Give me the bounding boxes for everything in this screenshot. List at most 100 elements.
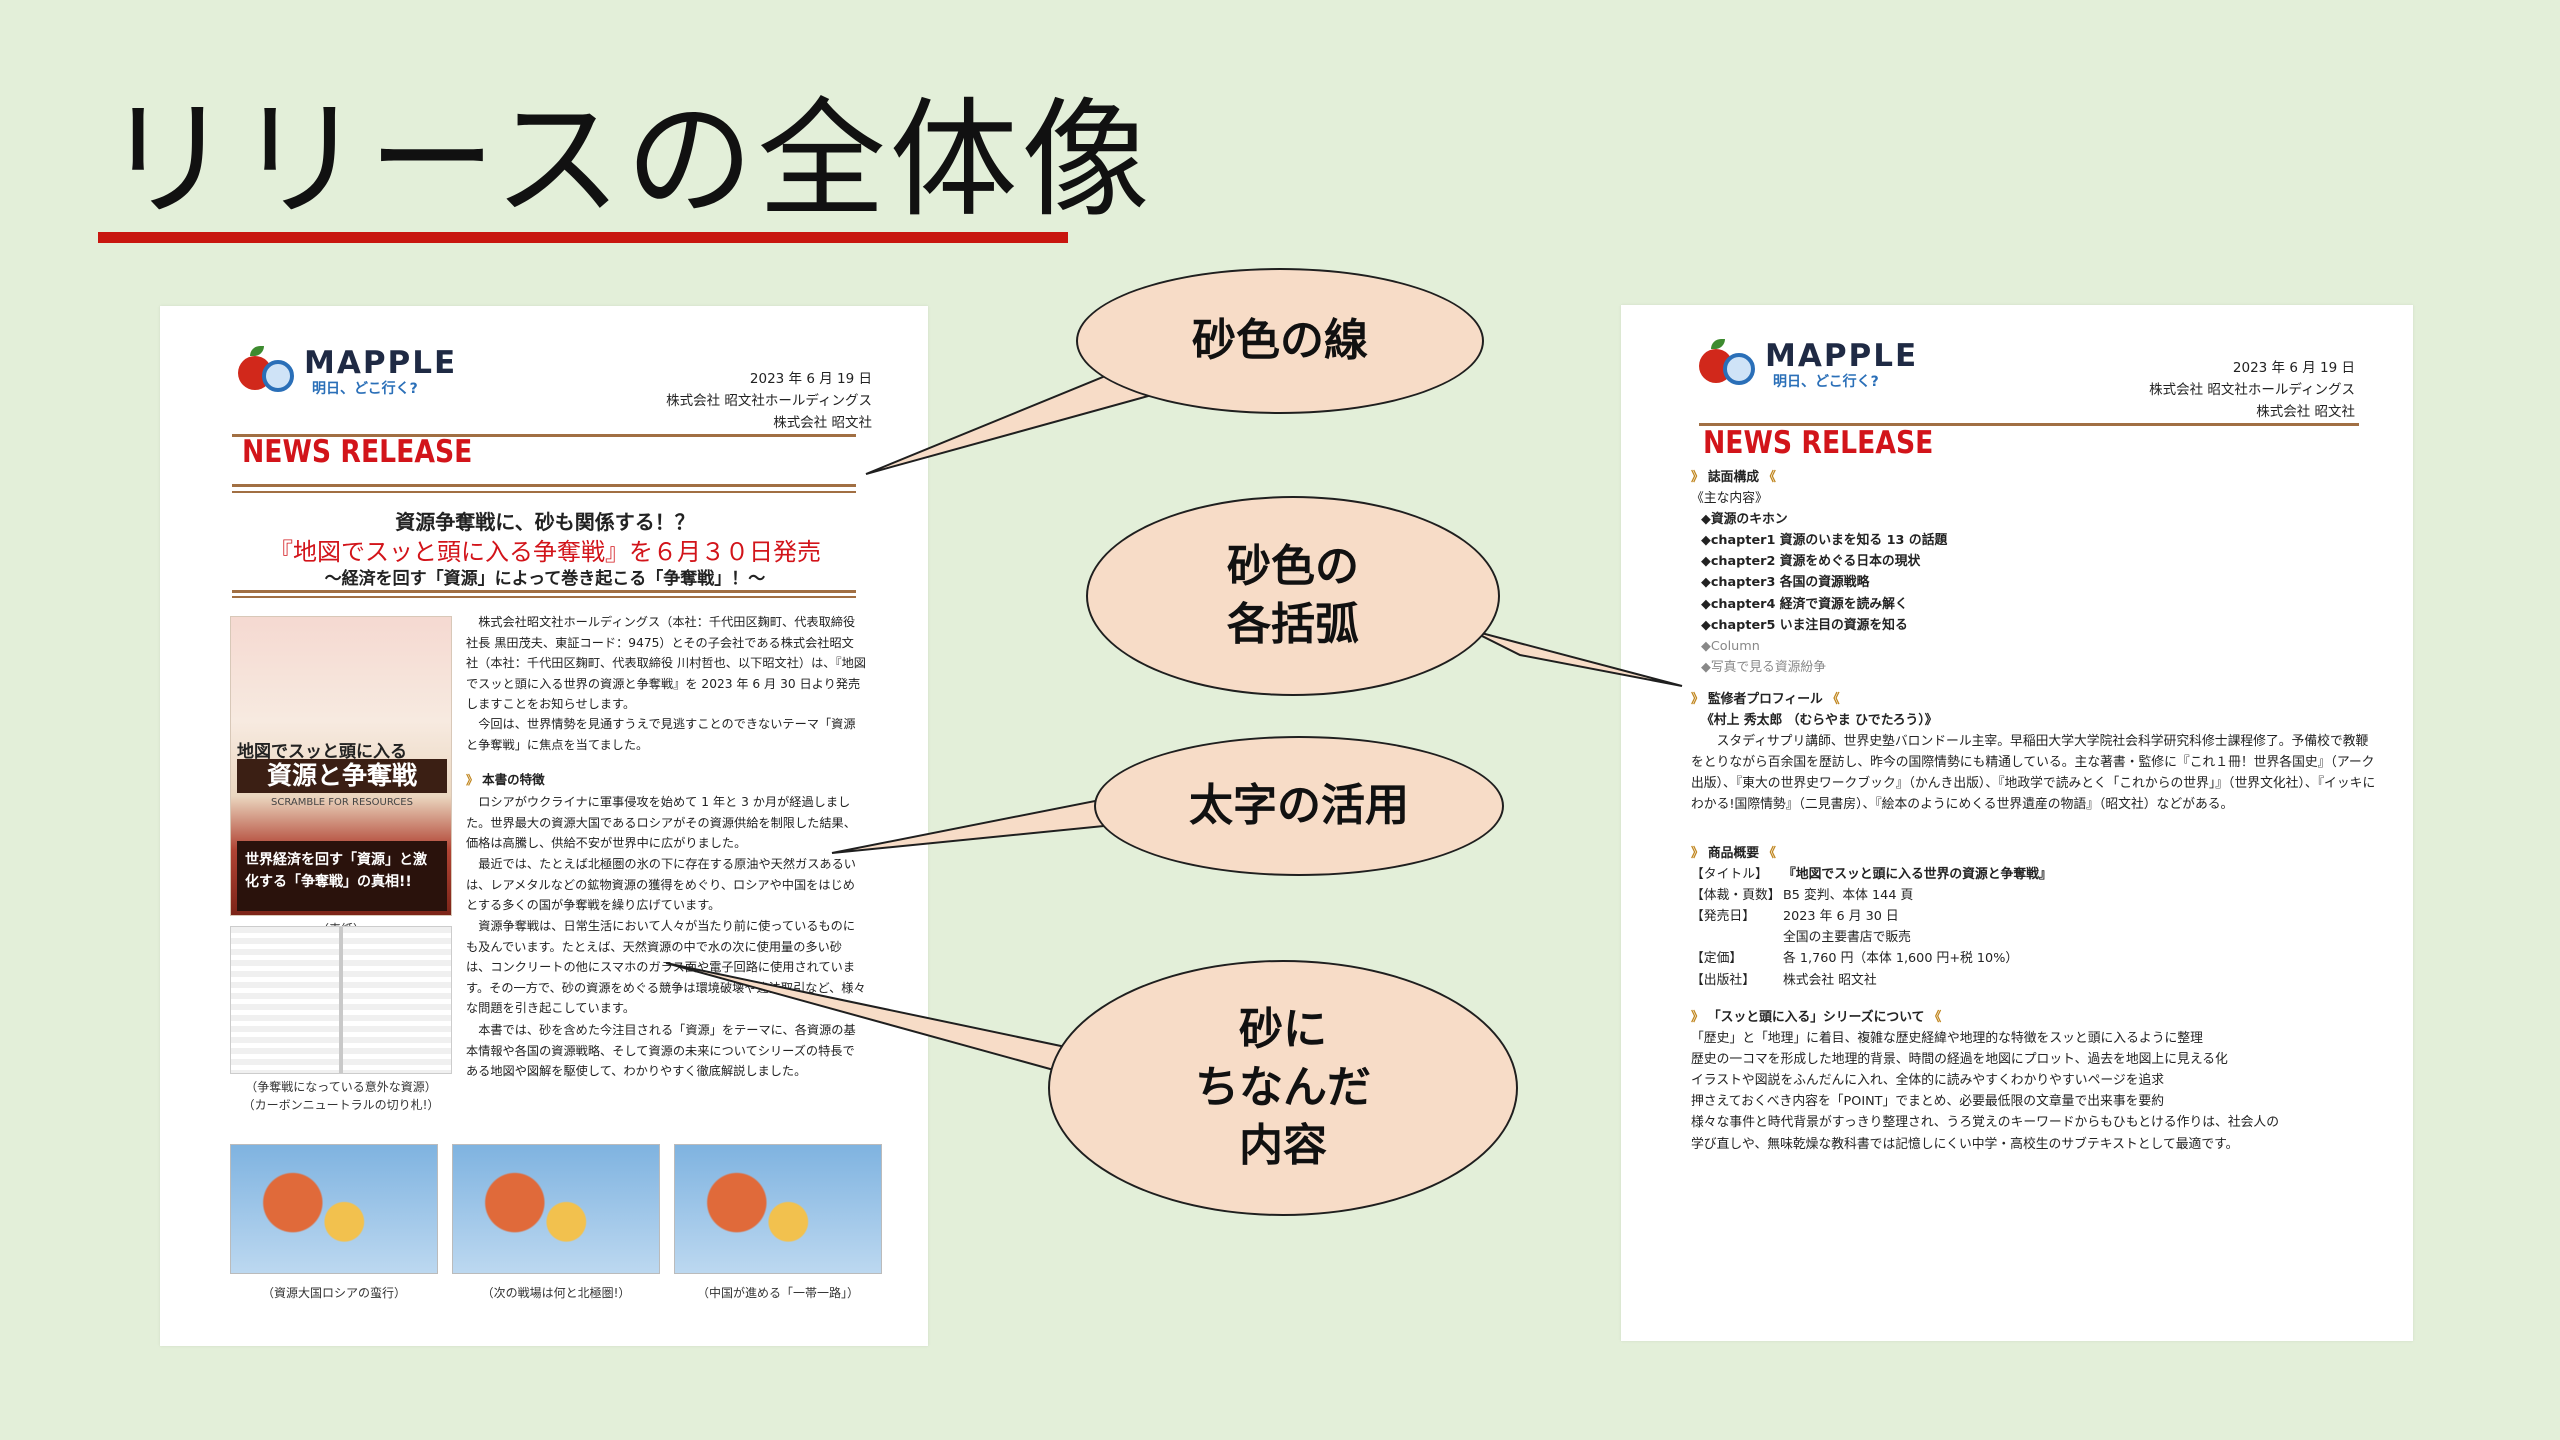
profile-text: スタディサプリ講師、世界史塾バロンドール主宰。早稲田大学大学院社会科学研究科修士… [1691, 734, 2376, 813]
contents-heading: 誌面構成 [1707, 470, 1760, 485]
product-label: 【タイトル】 [1691, 867, 1768, 883]
sand-line-under-lead-2 [232, 596, 856, 598]
sand-line-under-news-2 [232, 491, 856, 493]
callout-text: 砂に ちなんだ 内容 [1195, 1004, 1371, 1171]
product-value: 全国の主要書店で販売 [1783, 930, 1911, 946]
profile-section: 》 監修者プロフィール 《 《村上 秀太郎 （むらやま ひでたろう）》 スタディ… [1691, 689, 2381, 816]
cover-head: 地図でスッと頭に入る [237, 742, 407, 762]
intro-paragraph: 株式会社昭文社ホールディングス（本社：千代田区麹町、代表取締役社長 黒田茂夫、東… [466, 615, 866, 712]
contents-label: 《主な内容》 [1691, 491, 1768, 507]
features-paragraph-4: 本書では、砂を含めた今注目される「資源」をテーマに、各資源の基本情報や各国の資源… [466, 1023, 856, 1079]
features-paragraph-1: ロシアがウクライナに軍事侵攻を始めて 1 年と 3 か月が経過しました。世界最大… [466, 795, 856, 851]
series-line: 学び直しや、無味乾燥な教科書では記憶しにくい中学・高校生のサブテキストとして最適… [1691, 1136, 2239, 1152]
contents-item-gray: ◆写真で見る資源紛争 [1701, 659, 1827, 675]
callout-text: 砂色の線 [1192, 315, 1368, 366]
sand-bracket-open-4: 》 [1691, 1010, 1704, 1025]
apple-globe-icon [236, 346, 298, 396]
logo-wordmark: MAPPLE [304, 345, 458, 381]
product-value: 株式会社 昭文社 [1783, 972, 1877, 988]
map-image-1 [230, 1144, 438, 1274]
product-label: 【発売日】 [1691, 909, 1755, 925]
contents-item: ◆chapter4 経済で資源を読み解く [1701, 596, 1908, 612]
right-press-release-page: MAPPLE 明日、どこ行く? 2023 年 6 月 19 日 株式会社 昭文社… [1621, 305, 2413, 1341]
contents-item: ◆chapter5 いま注目の資源を知る [1701, 617, 1908, 633]
sand-bracket-open: 》 [466, 773, 479, 787]
contents-item-gray: ◆Column [1701, 638, 1760, 654]
series-line: イラストや図説をふんだんに入れ、全体的に読みやすくわかりやすいページを追求 [1691, 1073, 2165, 1089]
news-release-heading: NEWS RELEASE [242, 434, 473, 470]
release-date-right: 2023 年 6 月 19 日 [2232, 360, 2355, 376]
product-value: 2023 年 6 月 30 日 [1783, 909, 1899, 925]
features-heading-text: 本書の特徴 [482, 772, 545, 787]
series-line: 「歴史」と「地理」に着目、複雑な歴史経緯や地理的な特徴をスッと頭に入るように整理 [1691, 1031, 2203, 1047]
book-cover-image: 地図でスッと頭に入る 資源と争奪戦 SCRAMBLE FOR RESOURCES… [230, 616, 452, 916]
sand-line-top [232, 434, 856, 437]
mapple-logo-right: MAPPLE 明日、どこ行く? [1697, 339, 1918, 391]
mapple-logo: MAPPLE 明日、どこ行く? [236, 346, 457, 398]
product-value: B5 変判、本体 144 頁 [1783, 888, 1914, 904]
sand-bracket-open-3: 》 [1691, 846, 1704, 861]
features-paragraph-2: 最近では、たとえば北極圏の氷の下に存在する原油や天然ガスあるいは、レアメタルなど… [466, 857, 856, 913]
release-date: 2023 年 6 月 19 日 [749, 371, 872, 387]
series-line: 歴史の一コマを形成した地理的背景、時間の経過を地図にプロット、過去を地図上に見え… [1691, 1052, 2228, 1068]
date-block-right: 2023 年 6 月 19 日 株式会社 昭文社ホールディングス 株式会社 昭文… [2149, 357, 2355, 423]
slide-title: リリースの全体像 [104, 86, 1154, 235]
callout-sand-brackets: 砂色の 各括弧 [1086, 496, 1500, 696]
logo-tagline-right: 明日、どこ行く? [1773, 374, 1879, 390]
sand-bracket-close-1: 《 [1763, 470, 1776, 485]
company-shobunsha: 株式会社 昭文社 [773, 415, 872, 431]
callout-sand-line: 砂色の線 [1076, 268, 1484, 414]
features-paragraph-3: 資源争奪戦は、日常生活において人々が当たり前に使っているものにも及んでいます。た… [466, 919, 866, 1016]
callout-bold-usage: 太字の活用 [1094, 736, 1504, 876]
company-holdings: 株式会社 昭文社ホールディングス [666, 393, 872, 409]
contents-item: ◆chapter3 各国の資源戦略 [1701, 575, 1870, 591]
profile-heading: 監修者プロフィール [1707, 692, 1823, 707]
sand-bracket-close-3: 《 [1763, 846, 1776, 861]
sand-bracket-close-4: 《 [1928, 1010, 1942, 1025]
series-line: 様々な事件と時代背景がすっきり整理され、うろ覚えのキーワードからもひもとける作り… [1691, 1115, 2280, 1131]
intro-paragraph-2: 今回は、世界情勢を見通すうえで見逃すことのできないテーマ「資源と争奪戦」に焦点を… [466, 717, 856, 752]
company-shobunsha-right: 株式会社 昭文社 [2256, 404, 2355, 420]
cover-title: 資源と争奪戦 [237, 759, 447, 793]
caption-map-1: （資源大国ロシアの蛮行） [261, 1286, 406, 1300]
caption-spread-1: （争奪戦になっている意外な資源） （カーボンニュートラルの切り札!） [242, 1080, 440, 1112]
company-holdings-right: 株式会社 昭文社ホールディングス [2149, 382, 2355, 398]
product-label: 【定価】 [1691, 951, 1743, 967]
series-section: 》 「スッと頭に入る」シリーズについて 《 「歴史」と「地理」に着目、複雑な歴史… [1691, 1007, 2391, 1155]
date-block: 2023 年 6 月 19 日 株式会社 昭文社ホールディングス 株式会社 昭文… [666, 368, 872, 434]
caption-map-3: （中国が進める「一帯一路」） [696, 1286, 859, 1300]
product-value: 『地図でスッと頭に入る世界の資源と争奪戦』 [1783, 867, 2052, 883]
callout-sand-content: 砂に ちなんだ 内容 [1048, 960, 1518, 1216]
product-label: 【出版社】 [1691, 972, 1755, 988]
series-line: 押さえておくべき内容を「POINT」でまとめ、必要最低限の文章量で出来事を要約 [1691, 1094, 2165, 1110]
sand-bracket-open-2: 》 [1691, 692, 1704, 707]
contents-item: ◆chapter2 資源をめぐる日本の現状 [1701, 554, 1921, 570]
series-heading: 「スッと頭に入る」シリーズについて [1707, 1010, 1925, 1025]
product-label: 【体裁・頁数】 [1691, 888, 1781, 904]
contents-section: 》 誌面構成 《 《主な内容》 ◆資源のキホン ◆chapter1 資源のいまを… [1691, 467, 2381, 678]
spread-image-1 [230, 926, 452, 1074]
sand-line-top-right [1699, 423, 2359, 426]
map-image-3 [674, 1144, 882, 1274]
lead-subtitle: ～経済を回す「資源」によって巻き起こる「争奪戦」！～ [324, 569, 766, 589]
sand-line-under-news [232, 484, 856, 487]
callout-text: 砂色の 各括弧 [1227, 541, 1359, 650]
map-image-2 [452, 1144, 660, 1274]
left-press-release-page: MAPPLE 明日、どこ行く? 2023 年 6 月 19 日 株式会社 昭文社… [160, 306, 928, 1346]
features-heading: 》 本書の特徴 [466, 770, 866, 791]
sand-line-under-lead [232, 590, 856, 593]
product-section: 》 商品概要 《 【タイトル】『地図でスッと頭に入る世界の資源と争奪戦』 【体裁… [1691, 843, 2381, 991]
lead-title-red: 『地図でスッと頭に入る争奪戦』を６月３０日発売 [269, 538, 821, 566]
news-release-heading-right: NEWS RELEASE [1703, 425, 1934, 461]
logo-tagline: 明日、どこ行く? [312, 381, 418, 397]
logo-wordmark-right: MAPPLE [1765, 338, 1919, 374]
cover-subtitle: SCRAMBLE FOR RESOURCES [271, 797, 413, 808]
title-underline [98, 232, 1068, 243]
sand-bracket-open-1: 》 [1691, 470, 1704, 485]
contents-item: ◆資源のキホン [1701, 512, 1788, 528]
callout-text: 太字の活用 [1189, 780, 1409, 831]
product-label [1691, 927, 1783, 948]
lead-headline: 資源争奪戦に、砂も関係する！？ [395, 510, 695, 534]
product-heading: 商品概要 [1707, 846, 1760, 861]
product-value: 各 1,760 円（本体 1,600 円+税 10%） [1783, 951, 2019, 967]
